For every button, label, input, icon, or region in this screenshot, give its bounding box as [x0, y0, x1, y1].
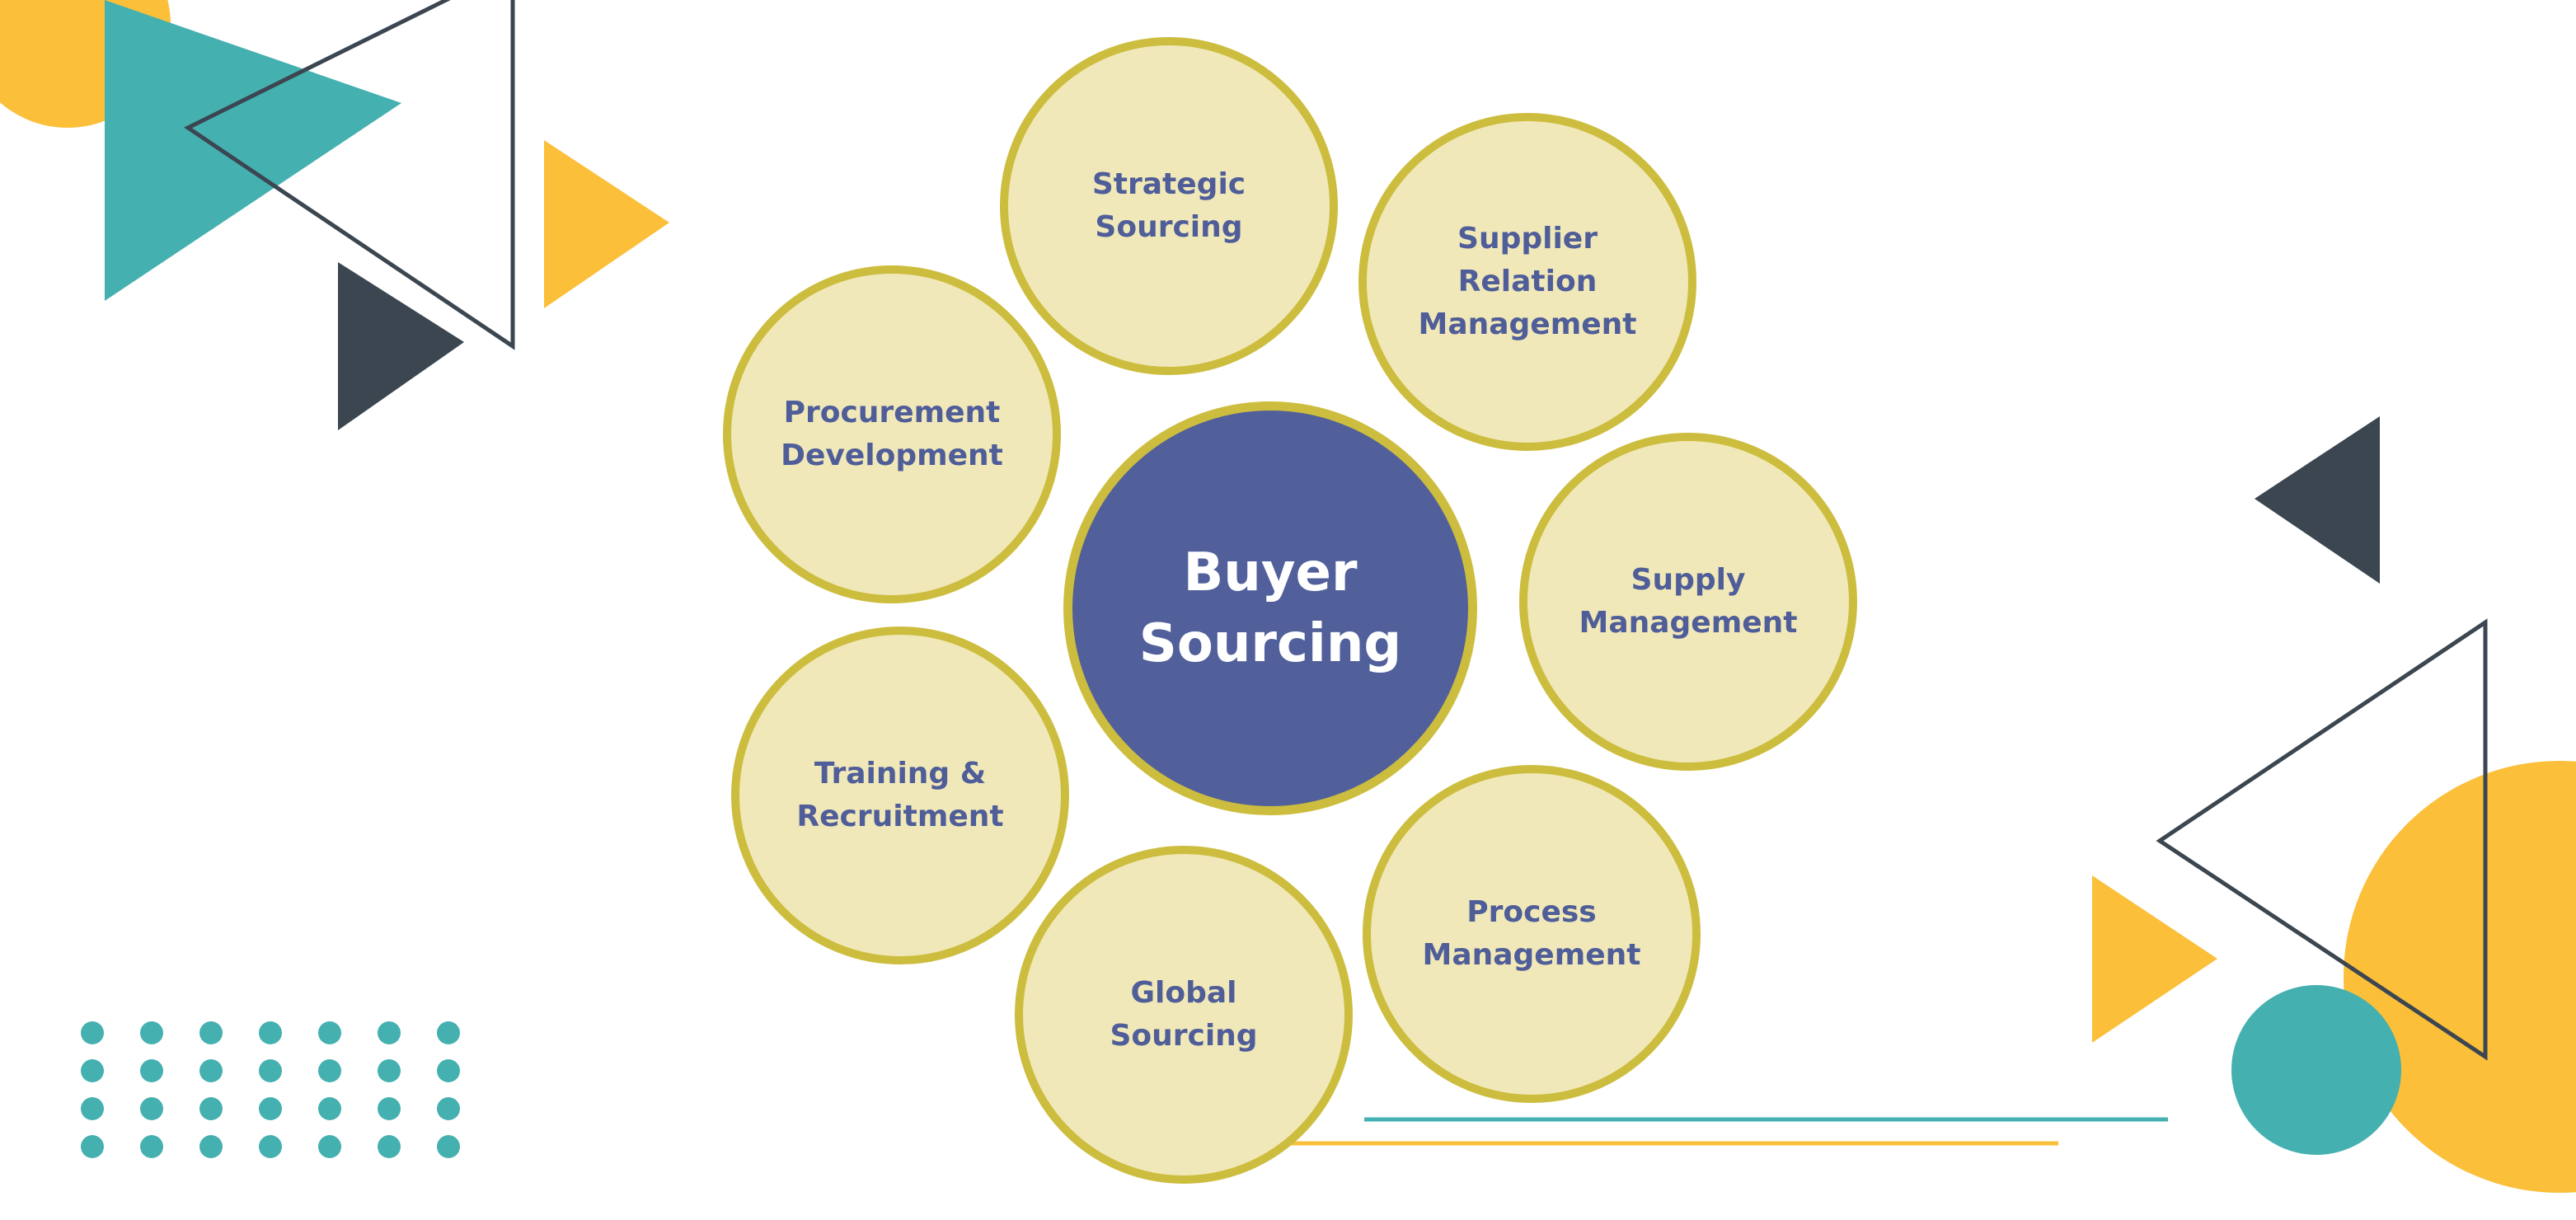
node-supplier-relation-management: Supplier Relation Management: [1358, 113, 1696, 451]
decor-dot: [199, 1135, 223, 1158]
decor-dot: [318, 1135, 341, 1158]
node-label: Global Sourcing: [1110, 976, 1258, 1053]
navy-triangle-top-left: [338, 262, 464, 430]
node-training-recruitment: Training & Recruitment: [731, 626, 1069, 964]
decor-dot: [437, 1097, 460, 1120]
node-global-sourcing: Global Sourcing: [1015, 846, 1353, 1184]
decor-dot: [199, 1059, 223, 1082]
decor-dot: [437, 1059, 460, 1082]
node-label: Supply Management: [1579, 563, 1798, 640]
yellow-circle-bottom-right: [2344, 761, 2576, 1193]
center-label: Buyer Sourcing: [1138, 542, 1402, 674]
decor-dot: [378, 1059, 401, 1082]
decor-dot: [140, 1021, 163, 1044]
decor-dot: [437, 1021, 460, 1044]
decor-dot: [378, 1097, 401, 1120]
decor-dot: [378, 1135, 401, 1158]
decor-dot: [259, 1059, 282, 1082]
dot-grid: [81, 1021, 460, 1158]
decor-dot: [259, 1021, 282, 1044]
decor-dot: [199, 1021, 223, 1044]
decor-dot: [437, 1135, 460, 1158]
node-procurement-development: Procurement Development: [723, 265, 1061, 603]
yellow-triangle-bottom-right: [2092, 875, 2217, 1043]
decor-dot: [140, 1097, 163, 1120]
node-label: Training & Recruitment: [796, 757, 1004, 833]
decor-dot: [140, 1059, 163, 1082]
decor-dot: [318, 1021, 341, 1044]
node-label: Procurement Development: [781, 396, 1003, 472]
node-supply-management: Supply Management: [1519, 433, 1857, 771]
decor-dot: [140, 1135, 163, 1158]
node-process-management: Process Management: [1363, 765, 1701, 1103]
navy-triangle-right: [2255, 416, 2380, 584]
node-strategic-sourcing: Strategic Sourcing: [1000, 37, 1338, 375]
decor-dot: [81, 1021, 104, 1044]
decor-dot: [199, 1097, 223, 1120]
node-label: Supplier Relation Management: [1418, 222, 1637, 341]
node-label: Process Management: [1422, 895, 1641, 972]
center-node-buyer-sourcing: Buyer Sourcing: [1063, 401, 1477, 815]
decor-dot: [378, 1021, 401, 1044]
decor-dot: [81, 1059, 104, 1082]
decor-dot: [81, 1097, 104, 1120]
node-label: Strategic Sourcing: [1091, 167, 1246, 244]
decor-dot: [259, 1135, 282, 1158]
teal-triangle-top-left: [105, 0, 401, 301]
decor-dot: [318, 1097, 341, 1120]
decor-dot: [259, 1097, 282, 1120]
yellow-triangle-top-left: [544, 140, 669, 308]
teal-circle-bottom-right: [2231, 985, 2401, 1155]
decor-dot: [81, 1135, 104, 1158]
decor-dot: [318, 1059, 341, 1082]
outline-triangle-right: [2156, 618, 2488, 1061]
outline-triangle-top-left: [184, 0, 515, 350]
